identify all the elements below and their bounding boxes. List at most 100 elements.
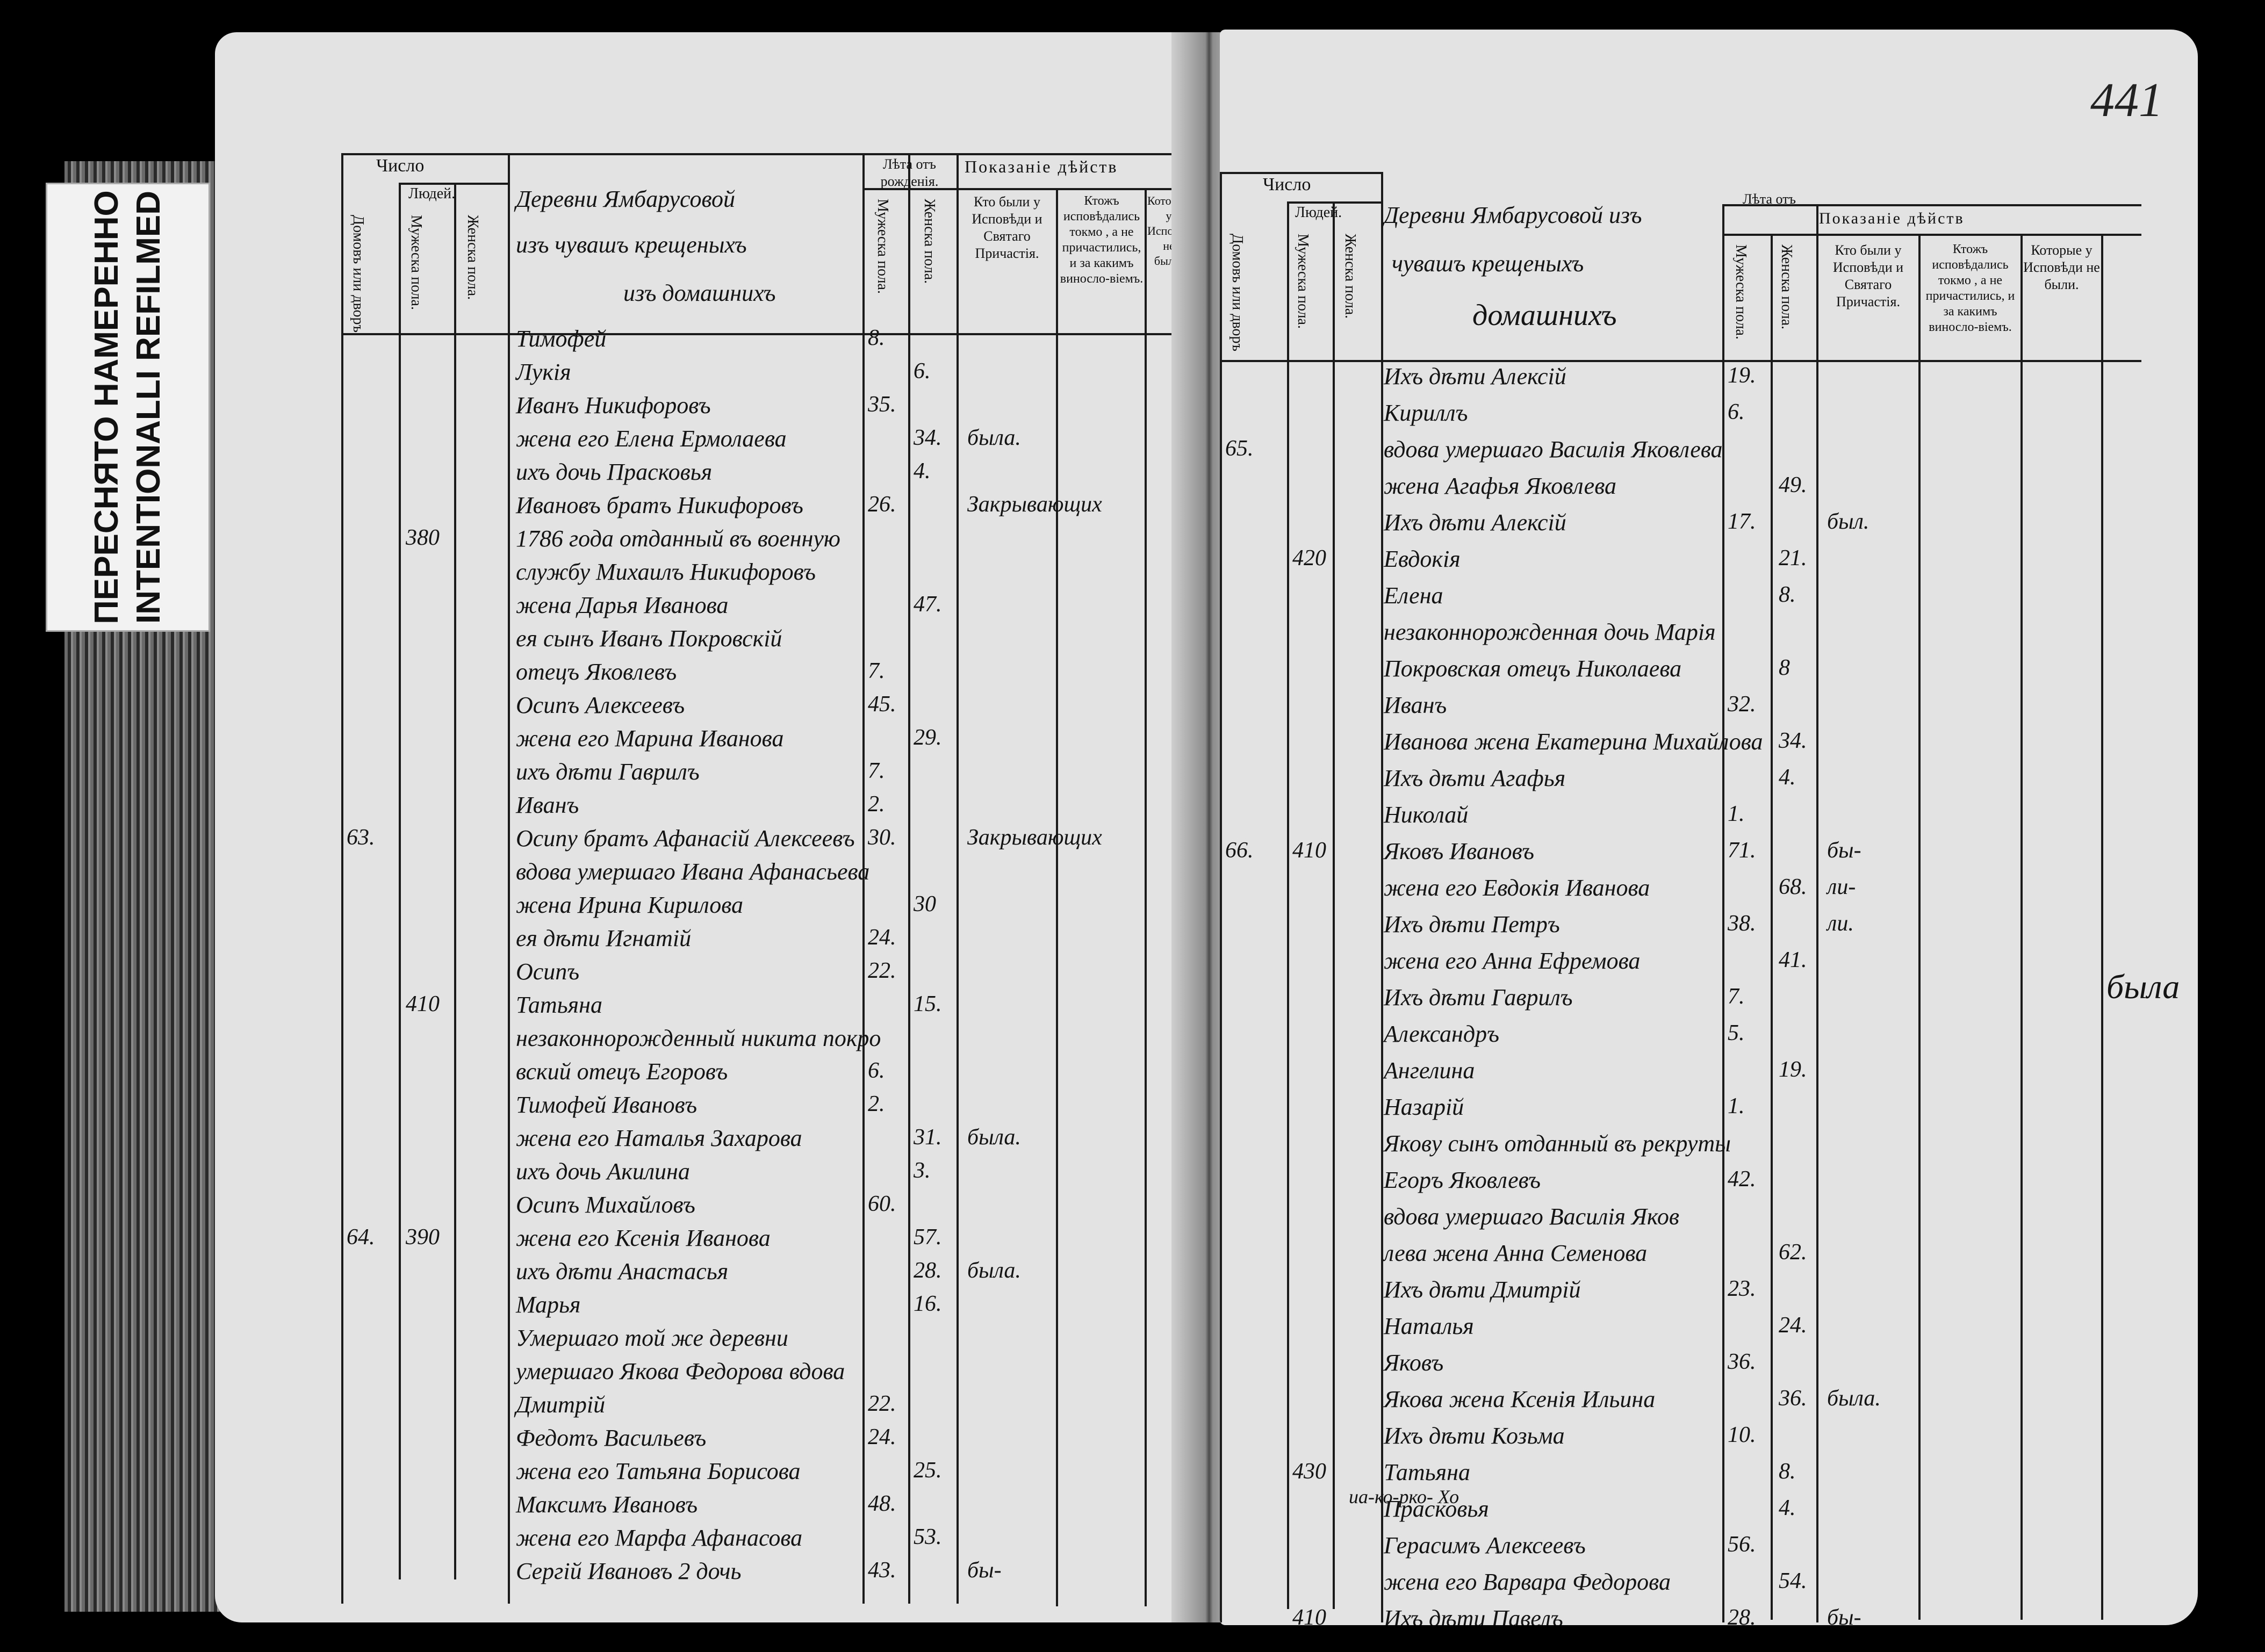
register-entry-name: Яковъ Ивановъ [1384,838,1534,864]
right-title-line-3: домашнихъ [1472,299,1617,332]
r-leta-zhen-header: Женска пола. [1778,244,1795,330]
register-age-male: 26. [868,492,896,517]
register-house-number: 65. [1225,436,1254,461]
register-age-female: 8 [1779,655,1790,680]
register-house-number: 64. [347,1225,375,1250]
register-entry-name: Якова жена Ксенія Ильина [1384,1386,1656,1412]
register-age-male: 38. [1728,911,1756,936]
register-entry-name: Лукія [516,359,571,385]
register-age-male: 45. [868,692,896,717]
register-entry-name: Якову сынъ отданный въ рекруты [1384,1130,1731,1157]
register-age-female: 41. [1779,948,1807,972]
r-pokazanie-header: Показаніе дѣйств [1819,210,1965,227]
right-title-line-2: чувашъ крещеныхъ [1392,250,1584,277]
register-house-number: 63. [347,825,375,850]
r-domov-header: Домовъ или дворъ [1229,234,1246,351]
register-entry-name: ея дѣти Игнатій [516,925,692,951]
r-leta-header: Лѣта отъ рожденія. [1743,191,1796,204]
register-age-male: 5. [1728,1021,1745,1045]
kto-header: Кто были у Исповѣди и Святаго Причастія. [972,194,1042,261]
register-entry-name: Наталья [1384,1313,1474,1339]
register-entry-name: незаконнорожденная дочь Марія [1384,619,1716,645]
register-entry-name: лева жена Анна Семенова [1384,1240,1648,1266]
register-age-female: 6. [914,359,931,384]
register-entry-name: Федотъ Васильевъ [516,1425,707,1451]
register-age-male: 1. [1728,802,1745,826]
r-chislo-header: Число [1263,175,1311,194]
register-age-male: 7. [1728,984,1745,1009]
register-entry-name: Ихъ дѣти Гаврилъ [1384,984,1573,1011]
register-confession-mark: ли- [1827,875,1856,899]
leta-header: Лѣта отъ рожденія. [880,156,939,189]
register-entry-name: Прасковья [1384,1496,1489,1522]
register-age-female: 24. [1779,1313,1807,1338]
register-age-male: 71. [1728,838,1756,863]
register-confession-mark: бы- [1827,1605,1861,1625]
register-age-female: 53. [914,1525,942,1549]
stamp-line-2: INTENTIONALLI REFILMED [130,191,167,624]
chislo-header: Число [376,156,425,176]
register-age-male: 7. [868,759,885,783]
register-entry-name: жена его Марфа Афанасова [516,1525,803,1551]
register-age-male: 22. [868,958,896,983]
register-entry-name: Осипъ Михайловъ [516,1192,695,1218]
register-age-male: 36. [1728,1350,1756,1374]
register-entry-name: вдова умершаго Ивана Афанасьева [516,859,870,885]
register-age-male: 6. [1728,400,1745,424]
register-age-male: 2. [868,792,885,817]
register-entry-name: Тимофей [516,326,607,352]
register-entry-name: Умершаго той же деревни [516,1325,788,1351]
register-age-male: 48. [868,1491,896,1516]
register-entry-name: Ихъ дѣти Дмитрій [1384,1276,1581,1303]
register-age-male: 17. [1728,509,1756,534]
register-entry-name: жена Ирина Кирилова [516,892,744,918]
register-entry-name: жена его Елена Ермолаева [516,425,787,452]
register-age-male: 43. [868,1558,896,1583]
register-people-count: 410 [406,992,440,1016]
register-people-count: 390 [406,1225,440,1250]
register-entry-name: Егоръ Яковлевъ [1384,1167,1541,1193]
register-entry-name: Тимофей Ивановъ [516,1092,698,1118]
register-age-female: 30 [914,892,936,917]
register-entry-name: Татьяна [1384,1459,1470,1485]
register-entry-name: вдова умершаго Василія Яков [1384,1203,1679,1230]
margin-mark: была [2106,968,2180,1006]
register-age-female: 8. [1779,1459,1796,1484]
register-confession-mark: бы- [967,1558,1002,1583]
register-age-female: 29. [914,725,942,750]
register-confession-mark: была. [967,1125,1021,1150]
left-title-line-3: изъ домашнихъ [623,280,776,306]
register-confession-mark: Закрывающих [967,825,1102,850]
register-entry-name: Ихъ дѣти Алексій [1384,509,1566,536]
register-age-male: 32. [1728,692,1756,717]
register-entry-name: жена его Марина Иванова [516,725,784,752]
register-house-number: 66. [1225,838,1254,863]
zhen-header: Женска пола. [464,215,481,300]
register-age-female: 36. [1779,1386,1807,1411]
footer-note: иа-ко-рко- Хо [1349,1486,1459,1507]
register-entry-name: незаконнорожденный никита покро [516,1025,881,1051]
register-age-male: 19. [1728,363,1756,388]
right-page: 441 Число Людей. Домовъ или дворъ Мужеск… [1220,30,2198,1625]
register-entry-name: жена его Евдокія Иванова [1384,875,1650,901]
register-entry-name: Иванъ Никифоровъ [516,392,711,419]
register-age-male: 22. [868,1391,896,1416]
register-entry-name: Назарій [1384,1094,1464,1120]
register-people-count: 410 [1292,1605,1326,1625]
register-entry-name: жена его Ксенія Иванова [516,1225,771,1251]
register-entry-name: Ихъ дѣти Агафья [1384,765,1566,791]
register-age-female: 15. [914,992,942,1016]
register-age-female: 19. [1779,1057,1807,1082]
register-entry-name: Кириллъ [1384,400,1468,426]
register-age-female: 47. [914,592,942,617]
register-entry-name: жена его Варвара Федорова [1384,1569,1671,1595]
register-age-female: 34. [1779,728,1807,753]
register-age-female: 31. [914,1125,942,1150]
pokazanie-header: Показаніе дѣйств [965,157,1118,176]
register-entry-name: Ихъ дѣти Петръ [1384,911,1560,937]
register-entry-name: ихъ дѣти Анастасья [516,1258,729,1285]
register-entry-name: Иванъ [516,792,579,818]
register-age-female: 8. [1779,582,1796,607]
register-age-male: 35. [868,392,896,417]
register-entry-name: Максимъ Ивановъ [516,1491,698,1518]
